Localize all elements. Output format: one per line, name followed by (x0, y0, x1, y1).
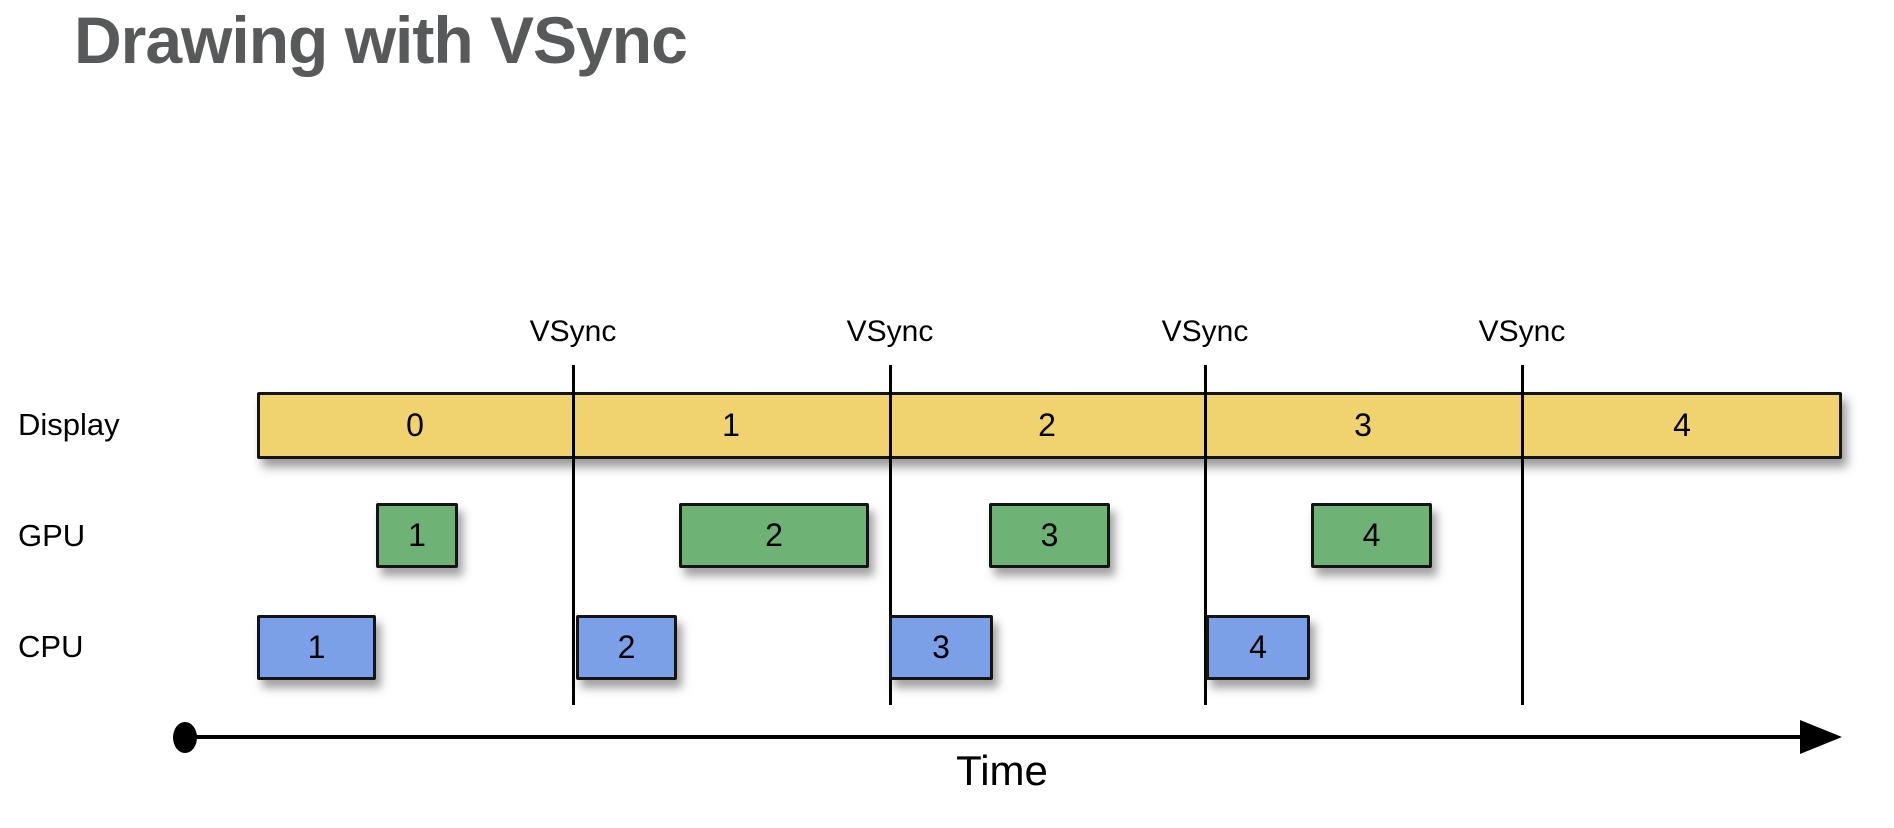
row-label-cpu: CPU (18, 629, 84, 664)
display-segment-label: 2 (1038, 407, 1056, 443)
vsync-label: VSync (1478, 315, 1566, 348)
gpu-block: 1 (376, 503, 458, 568)
gpu-block: 2 (679, 503, 869, 568)
time-axis-label: Time (956, 747, 1048, 794)
vsync-line (889, 365, 892, 705)
cpu-block: 4 (1206, 615, 1310, 680)
time-axis-line (185, 735, 1808, 739)
vsync-label: VSync (1161, 315, 1249, 348)
cpu-block: 1 (257, 615, 376, 680)
page-title: Drawing with VSync (74, 3, 688, 77)
display-segment-label: 1 (722, 407, 740, 443)
row-label-display: Display (18, 407, 120, 442)
display-segment-label: 0 (406, 407, 424, 443)
cpu-block: 2 (576, 615, 677, 680)
display-segment-label: 4 (1673, 407, 1691, 443)
vsync-label: VSync (846, 315, 934, 348)
display-segment-label: 3 (1354, 407, 1372, 443)
row-label-gpu: GPU (18, 518, 86, 553)
time-axis-arrowhead-icon (1800, 720, 1842, 754)
vsync-line (1204, 365, 1207, 705)
vsync-line (572, 365, 575, 705)
vsync-label: VSync (529, 315, 617, 348)
gpu-block: 3 (989, 503, 1110, 568)
cpu-block: 3 (889, 615, 993, 680)
gpu-block: 4 (1311, 503, 1432, 568)
vsync-line (1521, 365, 1524, 705)
time-axis-origin-dot (173, 722, 197, 753)
display-timeline-bar (257, 392, 1842, 459)
